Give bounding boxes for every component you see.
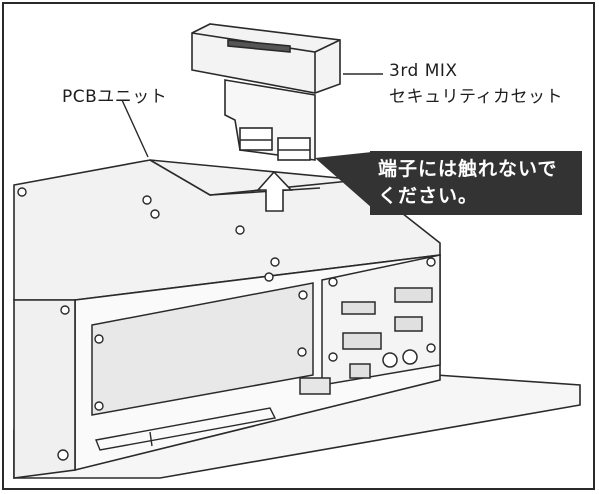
screw xyxy=(17,187,27,197)
pcb-unit-label: PCBユニット xyxy=(62,87,168,107)
callout-line1: 端子には触れないで xyxy=(378,158,558,180)
connector-slot xyxy=(342,332,382,350)
round-port xyxy=(402,349,418,365)
screw xyxy=(235,225,245,235)
security-cassette xyxy=(191,23,341,161)
connector-slot xyxy=(394,287,433,303)
screw xyxy=(426,257,436,267)
callout-line2: ください。 xyxy=(378,185,479,207)
leader-lines xyxy=(121,73,383,158)
screw xyxy=(298,290,308,300)
screw xyxy=(264,272,274,282)
screw xyxy=(328,277,338,287)
terminal xyxy=(239,127,273,151)
screw xyxy=(94,401,104,411)
screw xyxy=(150,209,160,219)
screw xyxy=(57,449,69,461)
round-port xyxy=(382,352,398,368)
connector-panel xyxy=(299,254,441,395)
front-panel-left xyxy=(91,282,314,416)
terminal xyxy=(277,137,311,161)
bottom-slot xyxy=(95,407,277,451)
screw xyxy=(426,343,436,353)
cassette-label-line2: セキュリティカセット xyxy=(389,87,563,107)
connector-slot xyxy=(394,316,423,332)
screw xyxy=(328,352,338,362)
connector-slot xyxy=(341,301,376,315)
screw xyxy=(270,257,280,267)
screws xyxy=(17,187,436,461)
screw xyxy=(142,195,152,205)
up-arrow-icon xyxy=(256,170,293,212)
port-slot xyxy=(349,363,371,379)
port-slot xyxy=(299,377,331,395)
pcb-unit-leader xyxy=(121,99,149,158)
screw xyxy=(94,334,104,344)
screw xyxy=(297,347,307,357)
cassette-label-strip xyxy=(227,39,291,53)
screw xyxy=(60,305,70,315)
cassette-label-line1: 3rd MIX xyxy=(389,61,458,81)
callout-box xyxy=(315,151,582,215)
illustration-frame xyxy=(2,2,595,490)
